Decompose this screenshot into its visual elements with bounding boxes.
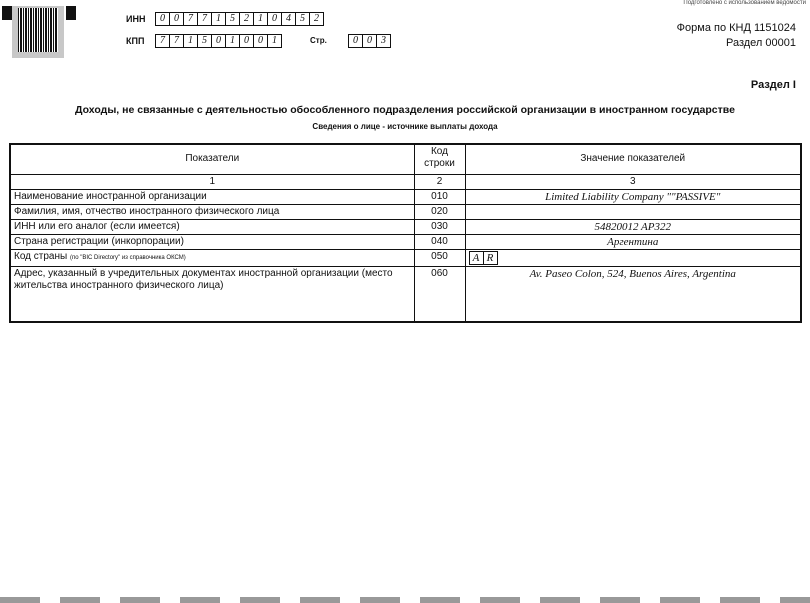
page-digit: 0 [363,35,377,47]
info-table: Показатели Код строки Значение показател… [9,143,802,323]
inn-digit: 7 [184,13,198,25]
row-value[interactable] [464,203,802,220]
table-row: Наименование иностранной организации 010… [9,188,802,205]
page-bottom-edge [0,597,810,603]
country-code-char: A [468,250,484,265]
row-label: Страна регистрации (инкорпорации) [9,233,415,250]
inn-digit: 1 [212,13,226,25]
kpp-digit: 5 [198,35,212,47]
prepared-note: Подготовлено с использованием ведомости [683,0,806,6]
table-header-row: Показатели Код строки Значение показател… [9,143,802,175]
row-code: 060 [413,265,466,323]
inn-digit: 1 [254,13,268,25]
kpp-digit: 0 [240,35,254,47]
inn-digit: 2 [314,13,319,24]
page-digit: 0 [349,35,363,47]
row-label: Фамилия, имя, отчество иностранного физи… [9,203,415,220]
column-number: 1 [9,173,415,190]
inn-digit: 5 [226,13,240,25]
column-number-row: 1 2 3 [9,173,802,190]
table-row: Фамилия, имя, отчество иностранного физи… [9,203,802,220]
inn-digit: 4 [282,13,296,25]
row-note: (по "BIC Directory" из справочника ОКСМ) [69,254,186,261]
row-label-cell: Код страны (по "BIC Directory" из справо… [9,248,415,267]
table-row: Страна регистрации (инкорпорации) 040 Ар… [9,233,802,250]
kpp-digit: 0 [212,35,226,47]
row-code: 050 [413,248,466,267]
kpp-digit: 0 [254,35,268,47]
kpp-label: КПП [126,36,145,46]
registration-mark [2,6,12,20]
row-value[interactable]: Аргентина [464,233,802,250]
form-subtitle: Сведения о лице - источнике выплаты дохо… [312,122,498,131]
row-value[interactable]: 54820012 AP322 [464,218,802,235]
row-code: 040 [413,233,466,250]
inn-digit: 0 [156,13,170,25]
row-label: Адрес, указанный в учредительных докумен… [9,265,415,323]
page-digit: 3 [381,35,386,46]
kpp-digit: 7 [170,35,184,47]
header-indicators: Показатели [9,143,415,175]
section-code: Раздел 00001 [725,37,796,49]
kpp-digit: 1 [226,35,240,47]
section-title: Раздел I [750,79,796,91]
row-code: 010 [413,188,466,205]
inn-digit: 5 [296,13,310,25]
inn-digit: 7 [198,13,212,25]
inn-digit: 2 [240,13,254,25]
row-label: ИНН или его аналог (если имеется) [9,218,415,235]
row-label: Наименование иностранной организации [9,188,415,205]
header-row-code: Код строки [413,143,466,175]
inn-label: ИНН [126,14,146,24]
column-number: 2 [413,173,466,190]
row-code: 020 [413,203,466,220]
table-row: Код страны (по "BIC Directory" из справо… [9,248,802,267]
row-value[interactable]: Limited Liability Company ""PASSIVE" [464,188,802,205]
inn-digit: 0 [268,13,282,25]
header-values: Значение показателей [464,143,802,175]
kpp-digit: 1 [272,35,277,46]
table-row: Адрес, указанный в учредительных докумен… [9,265,802,323]
column-number: 3 [464,173,802,190]
country-code-char: R [482,250,498,265]
page-label: Стр. [310,36,327,45]
form-title: Доходы, не связанные с деятельностью обо… [75,104,735,116]
row-label: Код страны [14,250,68,262]
table-row: ИНН или его аналог (если имеется) 030 54… [9,218,802,235]
form-code: Форма по КНД 1151024 [676,22,796,34]
kpp-digit: 1 [184,35,198,47]
row-value[interactable]: Av. Paseo Colon, 524, Buenos Aires, Arge… [464,265,802,323]
registration-mark [66,6,76,20]
inn-digit: 0 [170,13,184,25]
row-code: 030 [413,218,466,235]
barcode [12,6,64,58]
kpp-digit: 7 [156,35,170,47]
